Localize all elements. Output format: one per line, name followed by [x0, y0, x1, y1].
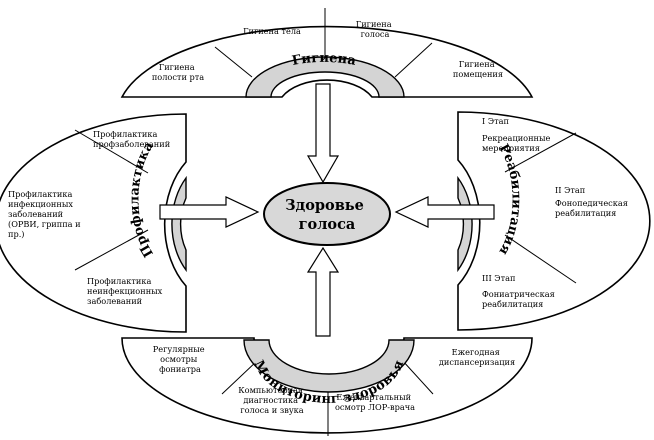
monitoring-item-computer-diagnostics: Компьютерная диагностика голоса и звука — [238, 385, 305, 415]
monitoring-divider — [401, 359, 434, 395]
arrows — [159, 83, 495, 337]
rehabilitation-group: Реабилитация I Этап Рекреационные меропр… — [457, 111, 651, 331]
hygiene-divider — [394, 42, 433, 78]
monitoring-group: Мониторинг здоровья Регулярные осмотры ф… — [121, 337, 533, 436]
hygiene-group: Гигиена Гигиена полости рта Гигиена тела… — [120, 8, 534, 98]
prevention-group: Профилактика Профилактика профзаболевани… — [0, 113, 187, 333]
monitoring-divider — [221, 359, 259, 395]
hygiene-item-voice: Гигиена голоса — [356, 19, 394, 39]
hygiene-title: Гигиена — [291, 51, 358, 69]
arrow-from-right — [394, 196, 495, 228]
hygiene-item-room: Гигиена помещения — [453, 59, 503, 79]
monitoring-item-ent: Ежеквартальный осмотр ЛОР-врача — [335, 392, 415, 412]
rehabilitation-outer-ring — [457, 111, 651, 331]
monitoring-band — [243, 339, 415, 393]
center-ellipse — [263, 182, 391, 246]
hygiene-band — [245, 56, 405, 98]
monitoring-item-phoniatrist: Регулярные осмотры фониатра — [153, 344, 208, 374]
prevention-band — [171, 175, 187, 273]
hygiene-item-body: Гигиена тела — [243, 26, 301, 36]
rehabilitation-item-stage-3: III Этап Фониатрическая реабилитация — [482, 273, 557, 309]
rehabilitation-item-stage-2: II Этап Фонопедическая реабилитация — [555, 185, 631, 218]
rehabilitation-divider — [504, 132, 577, 173]
prevention-divider — [74, 129, 149, 174]
arrow-from-bottom — [306, 246, 340, 337]
hygiene-divider — [214, 46, 253, 78]
rehabilitation-item-stage-1: I Этап Рекреационные мероприятия — [482, 116, 553, 153]
prevention-divider — [74, 229, 149, 271]
center-title: Здоровье голоса — [285, 197, 369, 233]
monitoring-item-annual: Ежегодная диспансеризация — [439, 347, 515, 367]
rehabilitation-divider — [504, 234, 577, 284]
prevention-item-noninfectious: Профилактика неинфекционных заболеваний — [87, 276, 165, 306]
center-node: Здоровье голоса — [263, 182, 391, 246]
arrow-from-top — [306, 83, 340, 184]
prevention-item-infectious: Профилактика инфекционных заболеваний (О… — [8, 189, 83, 239]
prevention-item-occupational: Профилактика профзаболеваний — [93, 129, 171, 149]
rehabilitation-band — [457, 175, 473, 273]
hygiene-item-oral: Гигиена полости рта — [152, 62, 204, 82]
arrow-from-left — [159, 196, 260, 228]
